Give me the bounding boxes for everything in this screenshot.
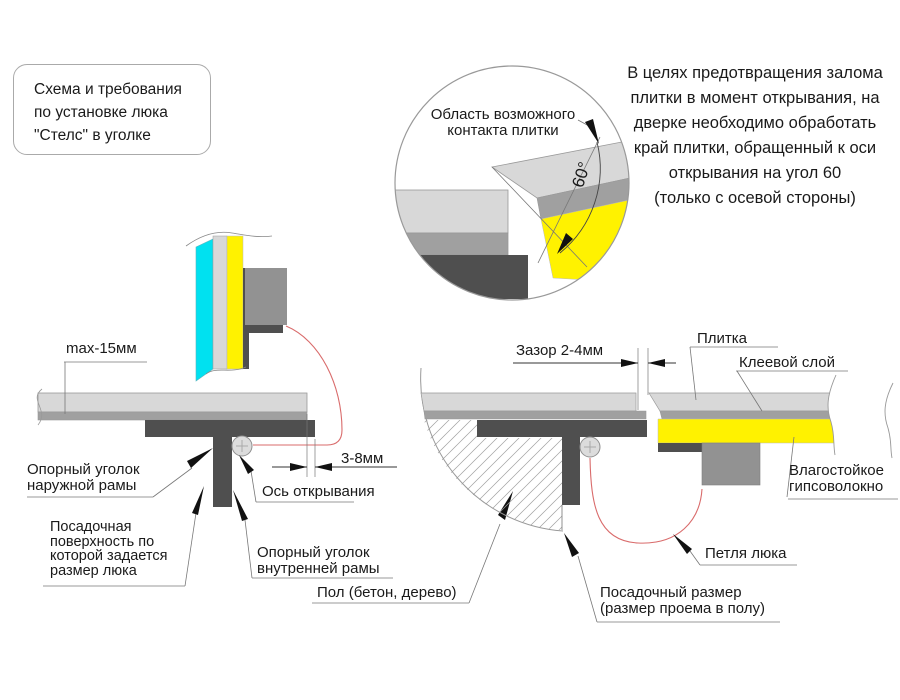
detail-view-circle: [394, 65, 630, 301]
floor-label: Пол (бетон, дерево): [317, 584, 457, 601]
seating-surface-label: Посадочная поверхность по которой задает…: [50, 519, 168, 579]
contact-arrow: [585, 119, 599, 144]
hatch-hinge-label: Петля люка: [705, 545, 787, 562]
gap-2-4-label: Зазор 2-4мм: [516, 342, 604, 359]
right-diagram: [420, 346, 898, 623]
angle-arrow: [557, 233, 573, 254]
note-text: В целях предотвращения залома плитки в м…: [627, 64, 883, 207]
glue-layer-label: Клеевой слой: [739, 354, 836, 371]
angle-arc: [559, 141, 601, 254]
title-box: Схема и требования по установке люка "Ст…: [13, 64, 211, 155]
opening-axis-label: Ось открывания: [262, 483, 375, 500]
left-diagram: [27, 231, 513, 604]
gypsum-label: Влагостойкое гипсоволокно: [789, 462, 884, 495]
gap-3-8-label: 3-8мм: [341, 450, 384, 467]
seat-size-label: Посадочный размер (размер проема в полу): [600, 584, 766, 617]
tile-label: Плитка: [697, 330, 748, 347]
max-thickness-label: max-15мм: [66, 340, 137, 357]
outer-frame-angle-label: Опорный уголок наружной рамы: [27, 461, 140, 494]
inner-frame-angle-label: Опорный уголок внутренней рамы: [257, 544, 380, 577]
contact-area-label: Область возможного контакта плитки: [430, 106, 576, 139]
